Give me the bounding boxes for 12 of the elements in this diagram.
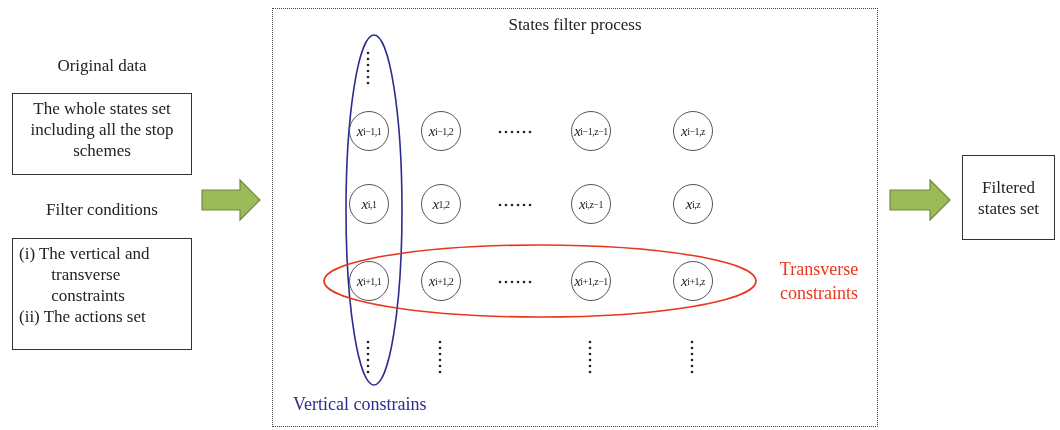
constraint-label: Transverse constraints	[778, 258, 860, 305]
dotted-frame	[272, 8, 878, 427]
list-item: (ii) The actions set	[19, 306, 147, 327]
heading: Original data	[56, 56, 148, 76]
constraint-label: Vertical constrains	[293, 394, 427, 415]
list-item: (i) The vertical and transverse constraints	[19, 243, 151, 306]
heading: Filter conditions	[45, 200, 159, 220]
block-arrow	[201, 178, 261, 222]
block-arrow	[889, 178, 951, 222]
text-box: Filtered states set	[962, 155, 1055, 240]
frame-title: States filter process	[507, 15, 643, 35]
box-text: The whole states set including all the stop schemes	[29, 98, 175, 161]
